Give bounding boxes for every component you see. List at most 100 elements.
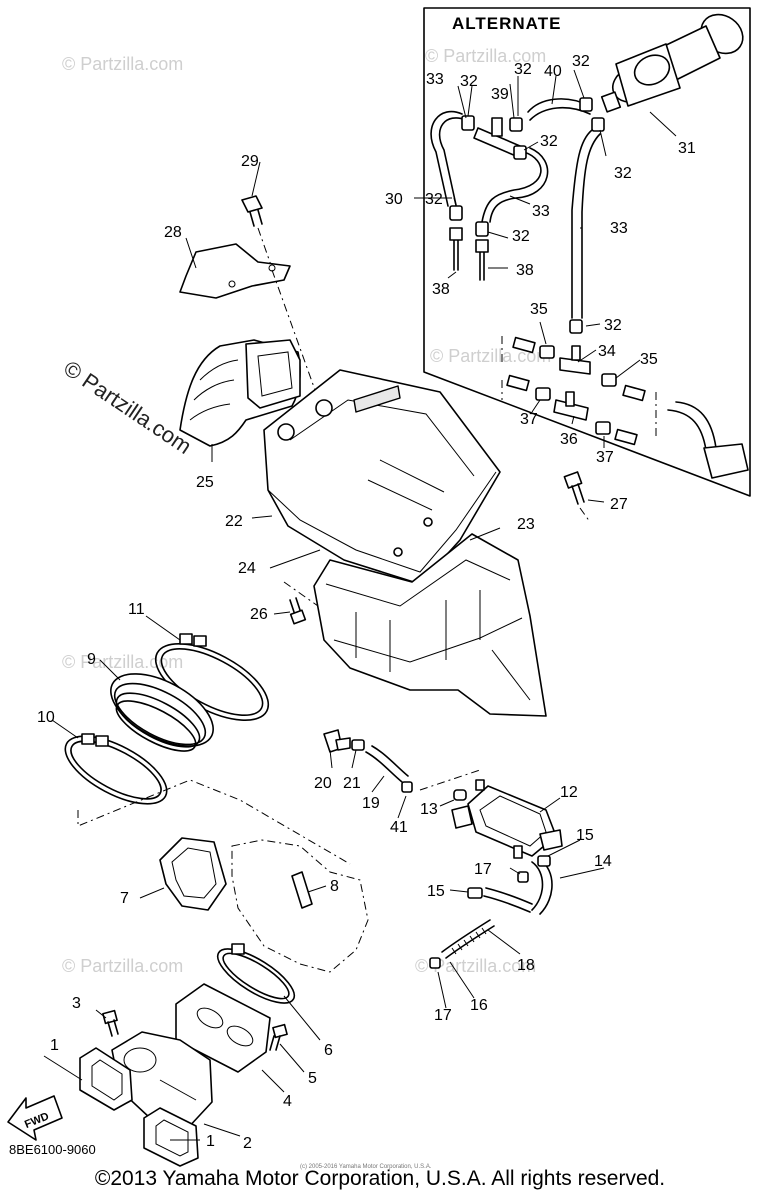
callout-41: 41: [390, 819, 408, 836]
callout-4: 4: [283, 1093, 292, 1110]
callout-23: 23: [517, 516, 535, 533]
callout-32-a: 32: [460, 73, 478, 90]
watermark-7: © Partzilla.com: [415, 956, 536, 976]
callout-7: 7: [120, 890, 129, 907]
callout-33-c: 33: [610, 220, 628, 237]
callout-1-bottom: 1: [206, 1133, 215, 1150]
drawing-code: 8BE6100-9060: [9, 1142, 96, 1157]
callout-32-c: 32: [572, 53, 590, 70]
leader-lines: [43, 69, 677, 1141]
hose-33-center: [481, 151, 542, 223]
gasket-7: [159, 837, 227, 911]
callout-16: 16: [470, 997, 488, 1014]
callout-17-bottom: 17: [434, 1007, 452, 1024]
callout-8: 8: [330, 878, 339, 895]
callout-28: 28: [164, 224, 182, 241]
clamps-32: [449, 97, 605, 334]
engine-outline: [231, 839, 369, 973]
gasket-1-lower: [143, 1107, 199, 1167]
callout-17-top: 17: [474, 861, 492, 878]
callout-32-d: 32: [540, 133, 558, 150]
bolt-27: [563, 471, 591, 523]
callout-31: 31: [678, 140, 696, 157]
callout-33-a: 33: [426, 71, 444, 88]
clamp-10: [64, 733, 168, 805]
callout-18: 18: [517, 957, 535, 974]
callout-33-b: 33: [532, 203, 550, 220]
callout-35-a: 35: [530, 301, 548, 318]
callout-3: 3: [72, 995, 81, 1012]
copyright-footer: ©2013 Yamaha Motor Corporation, U.S.A. A…: [94, 1167, 666, 1190]
watermark-1: © Partzilla.com: [62, 54, 183, 74]
callout-39: 39: [491, 86, 509, 103]
intake-duct-25: [179, 339, 301, 447]
callout-6: 6: [324, 1042, 333, 1059]
callout-15-right: 15: [576, 827, 594, 844]
clamp-6: [216, 943, 296, 1004]
callout-21: 21: [343, 775, 361, 792]
callout-25: 25: [196, 474, 214, 491]
callout-12: 12: [560, 784, 578, 801]
bolt-3: [102, 1009, 119, 1037]
callout-30: 30: [385, 191, 403, 208]
callout-9: 9: [87, 651, 96, 668]
callout-32-g: 32: [512, 228, 530, 245]
callout-29: 29: [241, 153, 259, 170]
fuel-pump-12: [451, 779, 563, 859]
bolt-5: [269, 1023, 288, 1051]
watermark-4: © Partzilla.com: [62, 652, 183, 672]
callout-13: 13: [420, 801, 438, 818]
callout-22: 22: [225, 513, 243, 530]
callout-32-f: 32: [425, 191, 443, 208]
callout-27: 27: [610, 496, 628, 513]
bracket-28: [179, 243, 291, 299]
callout-32-b: 32: [514, 61, 532, 78]
hoses-14-18: [429, 855, 553, 969]
copyright-small: (c) 2005-2016 Yamaha Motor Corporation, …: [300, 1164, 432, 1170]
callout-1-top: 1: [50, 1037, 59, 1054]
hose-group-19: [323, 729, 481, 793]
callout-15-left: 15: [427, 883, 445, 900]
callout-26: 26: [250, 606, 268, 623]
callout-2: 2: [243, 1135, 252, 1152]
air-box-cover: [263, 369, 501, 585]
callout-24: 24: [238, 560, 256, 577]
callout-20: 20: [314, 775, 332, 792]
sleeve-9: [110, 673, 214, 752]
callout-37-b: 37: [596, 449, 614, 466]
hose-33-right: [571, 129, 593, 319]
callout-35-b: 35: [640, 351, 658, 368]
callout-37-a: 37: [520, 411, 538, 428]
callout-32-e: 32: [614, 165, 632, 182]
alternate-title: ALTERNATE: [452, 14, 561, 33]
gasket-1-upper: [79, 1047, 133, 1111]
watermark-6: © Partzilla.com: [62, 956, 183, 976]
alternate-group: ALTERNATE: [423, 7, 751, 497]
alternate-frame: [423, 7, 751, 497]
callout-38-a: 38: [432, 281, 450, 298]
callout-40: 40: [544, 63, 562, 80]
watermark-main: © Partzilla.com: [59, 355, 196, 459]
callout-32-h: 32: [604, 317, 622, 334]
callout-10: 10: [37, 709, 55, 726]
air-box-base: [313, 533, 547, 717]
pipe-8: [291, 871, 313, 909]
watermark-3: © Partzilla.com: [430, 346, 551, 366]
vent-valve: [600, 13, 744, 113]
watermarks: © Partzilla.com © Partzilla.com © Partzi…: [62, 46, 551, 976]
watermark-2: © Partzilla.com: [425, 46, 546, 66]
callout-11: 11: [128, 601, 145, 618]
callout-34: 34: [598, 343, 616, 360]
bolt-26: [283, 581, 319, 625]
callout-14: 14: [594, 853, 612, 870]
callouts: 1 1 2 3 4 5 6 7 8 9 10 11 12 13 14 15 15…: [37, 53, 696, 1152]
callout-19: 19: [362, 795, 380, 812]
callout-5: 5: [308, 1070, 317, 1087]
bolt-29: [241, 195, 273, 269]
fwd-arrow: FWD: [7, 1095, 63, 1141]
callout-38-b: 38: [516, 262, 534, 279]
alt-lower-assembly: [501, 336, 749, 479]
hose-33-left: [438, 117, 467, 206]
callout-36: 36: [560, 431, 578, 448]
